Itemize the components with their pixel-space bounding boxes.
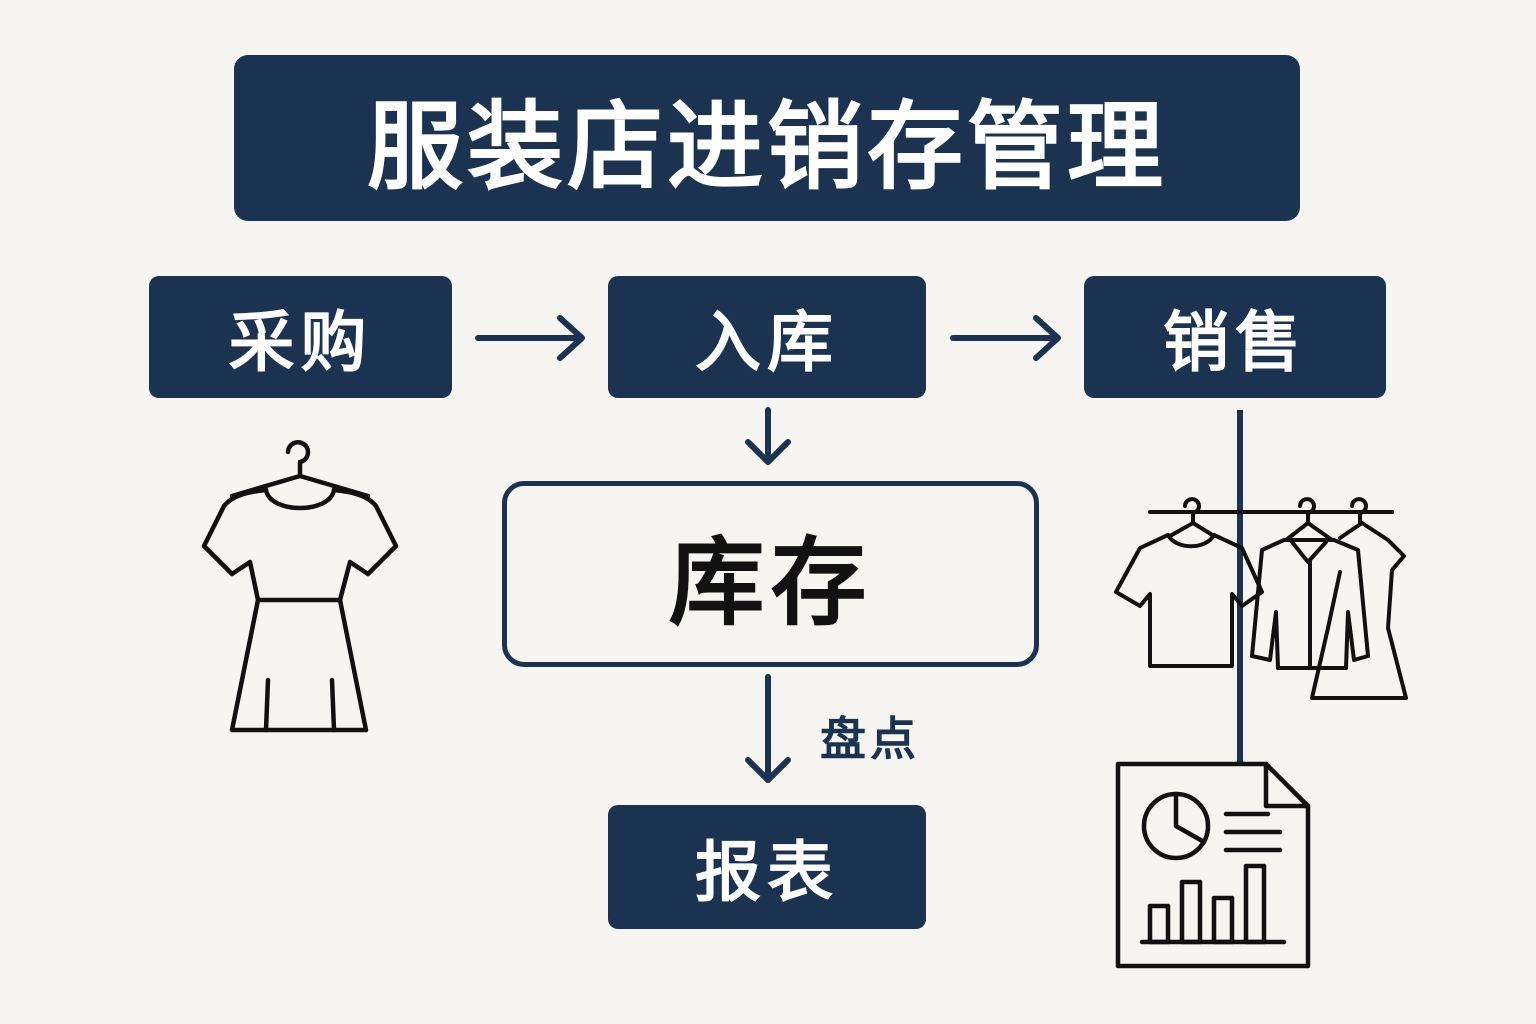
arrow-inbound-to-sales bbox=[950, 315, 1061, 361]
arrow-purchase-to-inbound bbox=[475, 315, 585, 361]
diagram-title: 服装店进销存管理 bbox=[234, 55, 1300, 221]
report-document-icon bbox=[1115, 761, 1311, 969]
node-inbound: 入库 bbox=[608, 276, 926, 398]
node-inventory: 库存 bbox=[502, 481, 1039, 667]
dress-on-hanger-icon bbox=[201, 439, 399, 733]
node-report: 报表 bbox=[608, 805, 926, 929]
node-purchase: 采购 bbox=[149, 276, 452, 398]
edge-label-stocktake: 盘点 bbox=[820, 712, 920, 766]
clothes-rack-icon bbox=[1114, 497, 1408, 700]
arrow-inbound-to-inventory bbox=[745, 407, 791, 465]
arrow-inventory-to-report bbox=[745, 674, 791, 783]
node-sales: 销售 bbox=[1084, 276, 1386, 398]
